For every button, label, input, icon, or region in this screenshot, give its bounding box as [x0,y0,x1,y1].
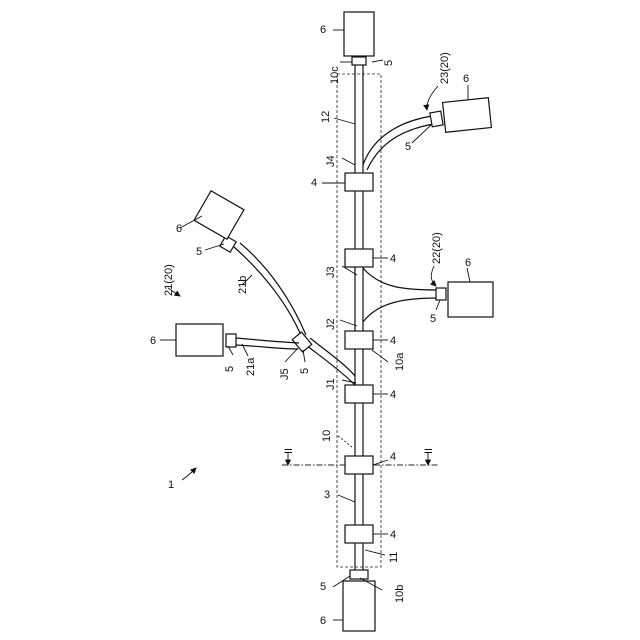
branch-22-wire-a [363,268,438,290]
label-4-J1: 4 [390,389,396,401]
label-4-J4: 4 [311,177,317,189]
label-23-20: 23(20) [439,52,451,84]
label-II-left: II [283,448,295,454]
label-21b: 21b [237,276,249,294]
label-4-J2: 4 [390,335,396,347]
branch-22-connector [436,288,446,300]
label-J2: J2 [325,318,337,330]
branch-21a-connector [226,334,236,347]
label-5-branch23: 5 [405,141,411,153]
label-6-branch21a: 6 [150,335,156,347]
label-5-J5: 5 [299,368,311,374]
label-J3: J3 [325,266,337,278]
clamp-J1 [345,385,373,403]
label-J5: J5 [279,368,291,380]
clamp-section [345,456,373,474]
label-10: 10 [321,430,333,442]
branch-21a-wire-b [236,345,298,349]
label-5-bottom: 5 [320,581,326,593]
label-3: 3 [324,489,330,501]
label-5-branch21b: 5 [196,246,202,258]
label-4-lower: 4 [390,529,396,541]
label-5-branch22: 5 [430,313,436,325]
label-21a: 21a [245,357,257,376]
branch-21a-wire-a [236,338,299,343]
label-5-top: 5 [383,60,395,66]
branch-21b-device [194,191,244,239]
label-6-top: 6 [320,24,326,36]
bottom-connector [350,570,368,579]
label-5-branch21a: 5 [224,366,236,372]
clamp-J2 [345,331,373,349]
label-10c: 10c [329,66,341,84]
label-1: 1 [168,479,174,491]
clamp-J4 [345,173,373,191]
branch-22-device [448,282,493,317]
label-6-branch22: 6 [465,257,471,269]
label-11: 11 [388,552,400,563]
branch-21a-device [176,324,223,356]
label-10b: 10b [394,585,406,603]
label-6-branch21b: 6 [176,223,182,235]
label-4-J3: 4 [390,253,396,265]
label-II-right: II [423,448,435,454]
clamp-lower [345,525,373,543]
label-J4: J4 [325,155,337,167]
label-12: 12 [320,111,332,123]
top-connector [352,57,366,65]
branch-22-wire-b [363,298,438,322]
label-6-branch23: 6 [463,73,469,85]
label-10a: 10a [394,352,406,371]
branch-23-device [443,98,492,133]
top-device [344,12,374,56]
branch-23-wire-b [367,124,434,170]
clamp-J3 [345,249,373,267]
label-J1: J1 [325,378,337,390]
region-10-boundary [337,74,381,567]
bottom-device [343,581,375,631]
label-6-bottom: 6 [320,615,326,627]
label-22-20: 22(20) [431,232,443,264]
label-21-20: 21(20) [163,264,175,296]
label-4-section: 4 [390,451,396,463]
